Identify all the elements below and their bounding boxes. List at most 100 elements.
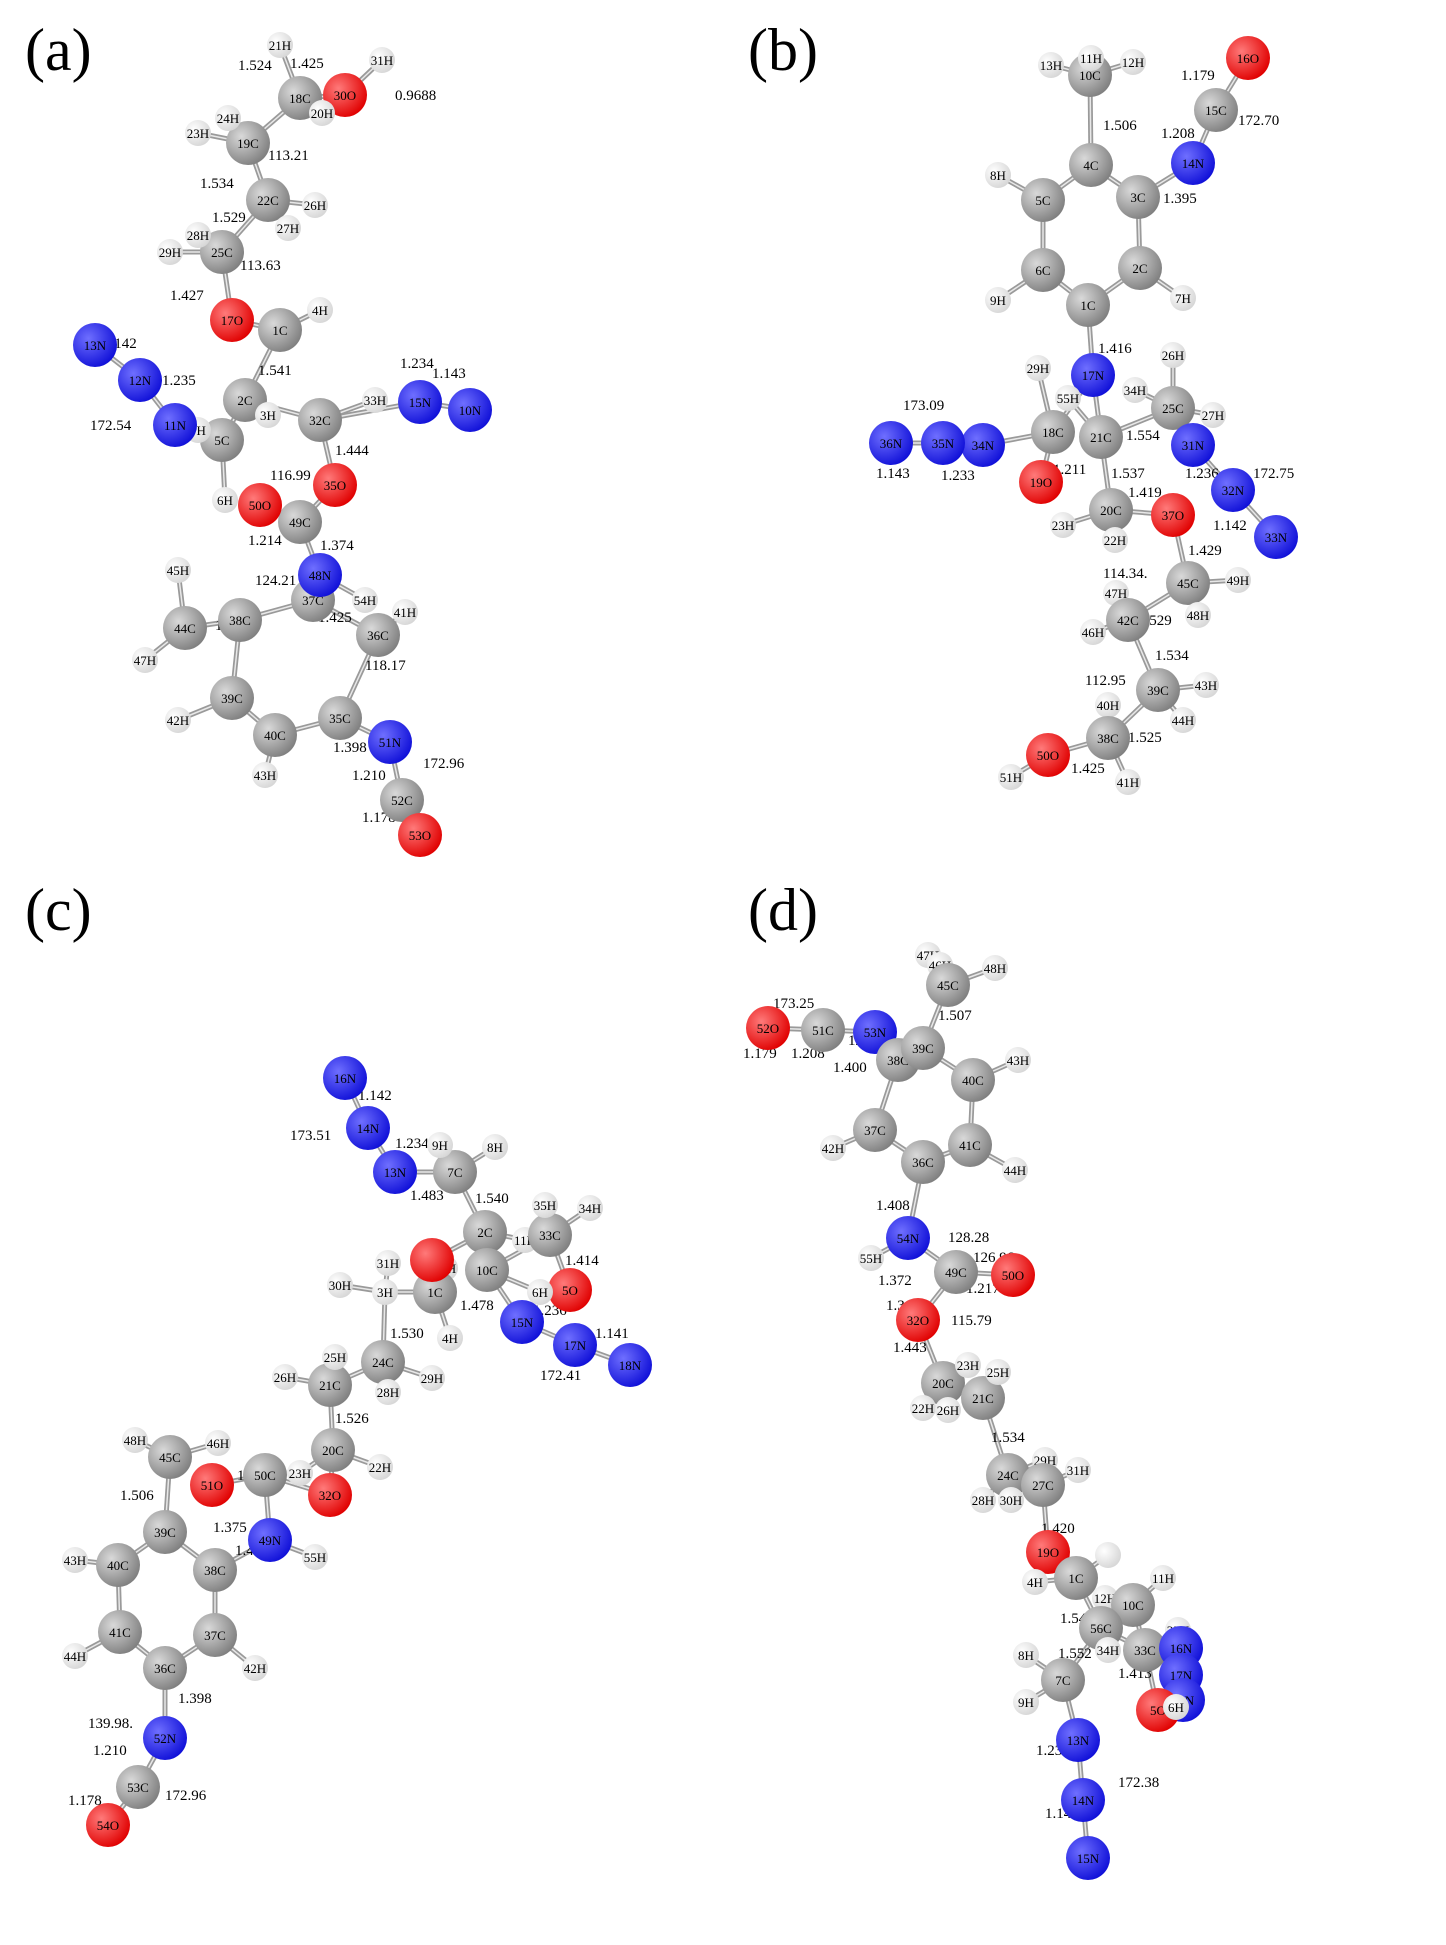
bond-annotation: 118.17 [365, 658, 406, 674]
panel-label: (c) [25, 877, 92, 943]
atom-label: 20C [322, 1443, 344, 1458]
atom-label: 21C [972, 1391, 994, 1406]
atom-label: 29H [421, 1371, 443, 1386]
atom-C: 44C [163, 606, 207, 650]
atom-H: 28H [375, 1379, 401, 1405]
atom-label: 42C [1117, 613, 1139, 628]
molecule-diagram: 173.251.507121.07.1.1791.2081.4001.40812… [743, 942, 1205, 1880]
atom-H: 24H [215, 105, 241, 131]
atom-label: 35H [534, 1198, 556, 1213]
atom-O: 32O [896, 1298, 940, 1342]
atom-label: 4H [1027, 1575, 1043, 1590]
atom-label: 43H [64, 1553, 86, 1568]
atom-label: 22H [912, 1401, 934, 1416]
atom-H: 11H [1150, 1565, 1176, 1591]
atom-label: 22H [1104, 533, 1126, 548]
atom-label: 46H [1082, 625, 1104, 640]
atom-label: 53N [864, 1025, 887, 1040]
atom-H: 11H [1078, 45, 1104, 71]
atom-label: 15N [409, 395, 432, 410]
atom-C: 39C [143, 1510, 187, 1554]
panel-label: (d) [748, 877, 818, 943]
bond-annotation: 1.425 [290, 56, 324, 72]
atom-label: 21C [319, 1378, 341, 1393]
atom-label: 14N [1182, 156, 1205, 171]
atom-H: 12H [1120, 49, 1146, 75]
bond-annotation: 1.143 [876, 466, 910, 482]
atom-N: 13N [1056, 1718, 1100, 1762]
atom-label: 38C [1097, 731, 1119, 746]
atom-C: 1C [413, 1270, 457, 1314]
bond-annotation: 172.70 [1238, 113, 1279, 129]
bond-annotation: 114.34. [1103, 566, 1147, 582]
atom-label: 41C [109, 1625, 131, 1640]
atom-label: 6H [217, 493, 233, 508]
atom-C: 37C [193, 1613, 237, 1657]
atom-H: 42H [242, 1655, 268, 1681]
bond-annotation: 173.09 [903, 398, 944, 414]
atom-H: 41H [392, 599, 418, 625]
atom-label: 43H [254, 768, 276, 783]
atom-label: 32N [1222, 483, 1245, 498]
atom-label: 39C [154, 1525, 176, 1540]
bond-annotation: 0.9688 [395, 88, 436, 104]
atom-label: 25C [1162, 401, 1184, 416]
atom-N: 15N [1066, 1836, 1110, 1880]
atom-H: 8H [985, 162, 1011, 188]
bond-annotation: 1.234 [400, 356, 434, 372]
atom-label: 7C [1055, 1673, 1070, 1688]
atom-H: 48H [982, 955, 1008, 981]
atom-label: 12N [129, 373, 152, 388]
atom-O: 50O [238, 483, 282, 527]
atom-label: 13N [1067, 1733, 1090, 1748]
atom-N: 33N [1254, 515, 1298, 559]
atom-label: 50O [249, 498, 271, 513]
atom-C: 39C [210, 676, 254, 720]
atom-N: 17N [553, 1323, 597, 1367]
atom-N: 12N [118, 358, 162, 402]
atom-label: 50O [1037, 748, 1059, 763]
bond-annotation: 1.141 [595, 1326, 629, 1342]
bond-annotation: 1.541 [258, 363, 292, 379]
atom-N: 13N [73, 323, 117, 367]
atom-C: 2C [463, 1210, 507, 1254]
atom-label: 35O [324, 478, 346, 493]
atom-N: 13N [373, 1150, 417, 1194]
bond-annotation: 1.478 [460, 1298, 494, 1314]
atom-label: 1C [1080, 298, 1095, 313]
bond-annotation: 172.75 [1253, 466, 1294, 482]
atom-H: 55H [1055, 385, 1081, 411]
atom-label: 46H [207, 1436, 229, 1451]
bond-annotation: 113.63 [240, 258, 281, 274]
bond-annotation: 1.233 [941, 468, 975, 484]
bond-annotation: 1.425 [1071, 761, 1105, 777]
atom-label: 15N [511, 1315, 534, 1330]
atom-H: 4H [1022, 1569, 1048, 1595]
atom-H: 55H [858, 1245, 884, 1271]
atom-label: 23H [957, 1358, 979, 1373]
atom-label: 9H [990, 293, 1006, 308]
atom-H: 23H [185, 120, 211, 146]
atom-label: 14N [1072, 1793, 1095, 1808]
atom-label: 56C [1090, 1621, 1112, 1636]
atom-label: 18N [619, 1358, 642, 1373]
bond-annotation: 1.374 [320, 538, 354, 554]
atom-label: 50O [1002, 1268, 1024, 1283]
atom-C: 38C [1086, 716, 1130, 760]
atom-label: 52N [154, 1731, 177, 1746]
atom-label: 37C [864, 1123, 886, 1138]
atom-O: 50O [1026, 733, 1070, 777]
atom-H: 34H [1095, 1637, 1121, 1663]
atom-H: 26H [1160, 342, 1186, 368]
bond-annotation: 1.534 [991, 1430, 1025, 1446]
atom-H: 43H [1193, 672, 1219, 698]
atom-C: 7C [433, 1150, 477, 1194]
bond-annotation: 1.179 [1181, 68, 1215, 84]
atom-label: 48H [984, 961, 1006, 976]
atom-H: 46H [1080, 619, 1106, 645]
atom-label: 35N [932, 436, 955, 451]
atom-label: 42H [244, 1661, 266, 1676]
atom-H: 13H [1038, 52, 1064, 78]
atom-label: 31N [1182, 438, 1205, 453]
